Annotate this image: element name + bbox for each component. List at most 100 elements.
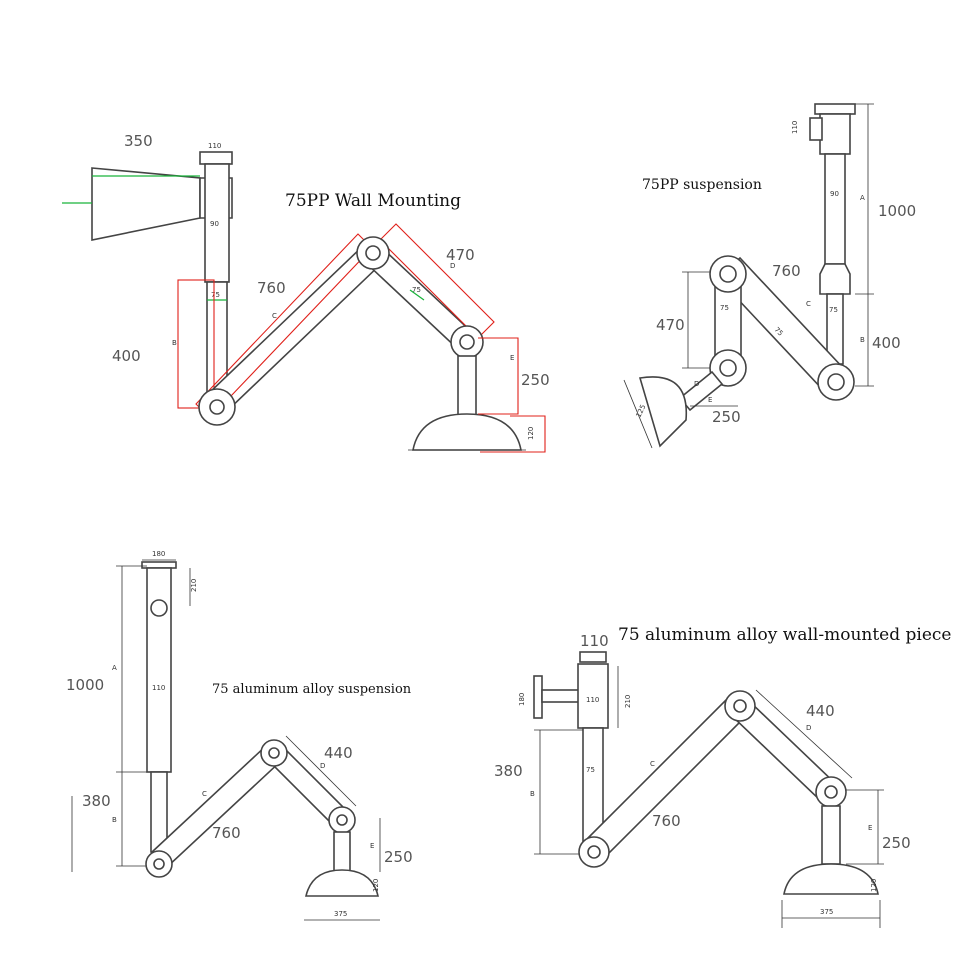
top-cap	[199, 151, 233, 165]
dim-120: 120	[372, 879, 380, 892]
label-c: C	[202, 790, 207, 798]
dim-760: 760	[652, 812, 681, 830]
dim-350: 350	[124, 132, 153, 150]
joint-lower-inner	[824, 785, 838, 799]
dim-375: 375	[820, 908, 833, 916]
dim-760: 760	[257, 279, 286, 297]
dim-90: 90	[210, 220, 219, 228]
dim-1000: 1000	[66, 676, 104, 694]
dim-120: 120	[527, 427, 535, 440]
label-b: B	[172, 339, 177, 347]
dim-250: 250	[712, 408, 741, 426]
dim-110: 110	[152, 684, 165, 692]
panel-title: 75PP suspension	[642, 177, 762, 193]
dim-250: 250	[384, 848, 413, 866]
dim-120-bracket	[480, 415, 546, 453]
upper-column	[819, 113, 851, 155]
dim-180: 180	[152, 550, 165, 558]
panel-aluminum-wall-mounted: 75 aluminum alloy wall-mounted piece 110…	[494, 625, 951, 928]
panel-title: 75 aluminum alloy suspension	[212, 682, 412, 697]
top-cap	[579, 651, 607, 663]
label-e: E	[868, 824, 872, 832]
dim-110: 110	[586, 696, 599, 704]
dim-180: 180	[518, 693, 526, 706]
hood-neck	[678, 370, 724, 412]
label-c: C	[650, 760, 655, 768]
label-d: D	[450, 262, 455, 270]
joint-upper-inner	[719, 265, 737, 283]
hood-stem	[821, 805, 841, 865]
panel-title: 75 aluminum alloy wall-mounted piece	[618, 625, 951, 645]
label-a: A	[860, 194, 865, 202]
dim-75c: 75	[720, 304, 729, 312]
dim-110: 110	[208, 142, 221, 150]
upright	[204, 163, 230, 283]
joint-upper-inner	[268, 747, 280, 759]
dim-250: 250	[882, 834, 911, 852]
dim-760: 760	[772, 262, 801, 280]
joint-base-inner	[209, 399, 225, 415]
mid-column	[824, 153, 846, 265]
hood	[91, 167, 201, 241]
hood-bell	[412, 413, 522, 451]
dim-1000: 1000	[878, 202, 916, 220]
dim-440: 440	[324, 744, 353, 762]
label-b: B	[112, 816, 117, 824]
joint-base-inner	[827, 373, 845, 391]
dim-380: 380	[494, 762, 523, 780]
dim-440-line	[285, 735, 357, 807]
dim-75: 75	[211, 291, 220, 299]
label-d: D	[320, 762, 325, 770]
joint-base-inner	[153, 858, 165, 870]
joint-lower-inner	[459, 334, 475, 350]
column-head	[577, 663, 609, 729]
dim-75b-line	[409, 289, 425, 301]
dim-380: 380	[82, 792, 111, 810]
label-b: B	[530, 790, 535, 798]
joint-base-inner	[587, 845, 601, 859]
hood-bell	[304, 869, 380, 897]
dim-400: 400	[872, 334, 901, 352]
dim-110: 110	[791, 121, 799, 134]
label-e: E	[510, 354, 514, 362]
column	[146, 567, 172, 773]
hood-stem	[333, 831, 351, 873]
hood-base-line	[623, 379, 653, 449]
hood-bell-angled	[638, 376, 688, 448]
label-b: B	[860, 336, 865, 344]
label-e: E	[370, 842, 374, 850]
dim-760: 760	[212, 824, 241, 842]
dim-75: 75	[586, 766, 595, 774]
side-port	[809, 117, 823, 141]
joint-upper-inner	[365, 245, 381, 261]
dim-120: 120	[870, 879, 878, 892]
dim-470: 470	[446, 246, 475, 264]
dim-210: 210	[190, 579, 198, 592]
wall-plate	[533, 675, 543, 719]
label-e: E	[708, 396, 712, 404]
label-a: A	[112, 664, 117, 672]
ceiling-plate	[814, 103, 856, 115]
hood-stem	[457, 355, 477, 419]
dim-400: 400	[112, 347, 141, 365]
column-port	[150, 599, 168, 617]
reducer	[819, 263, 851, 295]
dim-75b: 75	[773, 326, 785, 338]
arm-segment-c	[584, 696, 748, 860]
panel-pp-suspension: 75PP suspension 110 90 75 A 1000 B 400 C…	[623, 103, 916, 449]
label-d: D	[806, 724, 811, 732]
ceiling-plate	[141, 561, 177, 569]
dim-400-box	[177, 279, 215, 409]
label-c: C	[272, 312, 277, 320]
dim-75b: 75	[412, 286, 421, 294]
dim-90: 90	[830, 190, 839, 198]
joint-lower-inner	[336, 814, 348, 826]
dim-375: 375	[334, 910, 347, 918]
dim-125: 125	[635, 403, 648, 419]
label-c: C	[806, 300, 811, 308]
joint-upper-inner	[733, 699, 747, 713]
dim-110-top: 110	[580, 632, 609, 650]
dim-250-bracket	[478, 337, 519, 415]
joint-lower-inner	[719, 359, 737, 377]
